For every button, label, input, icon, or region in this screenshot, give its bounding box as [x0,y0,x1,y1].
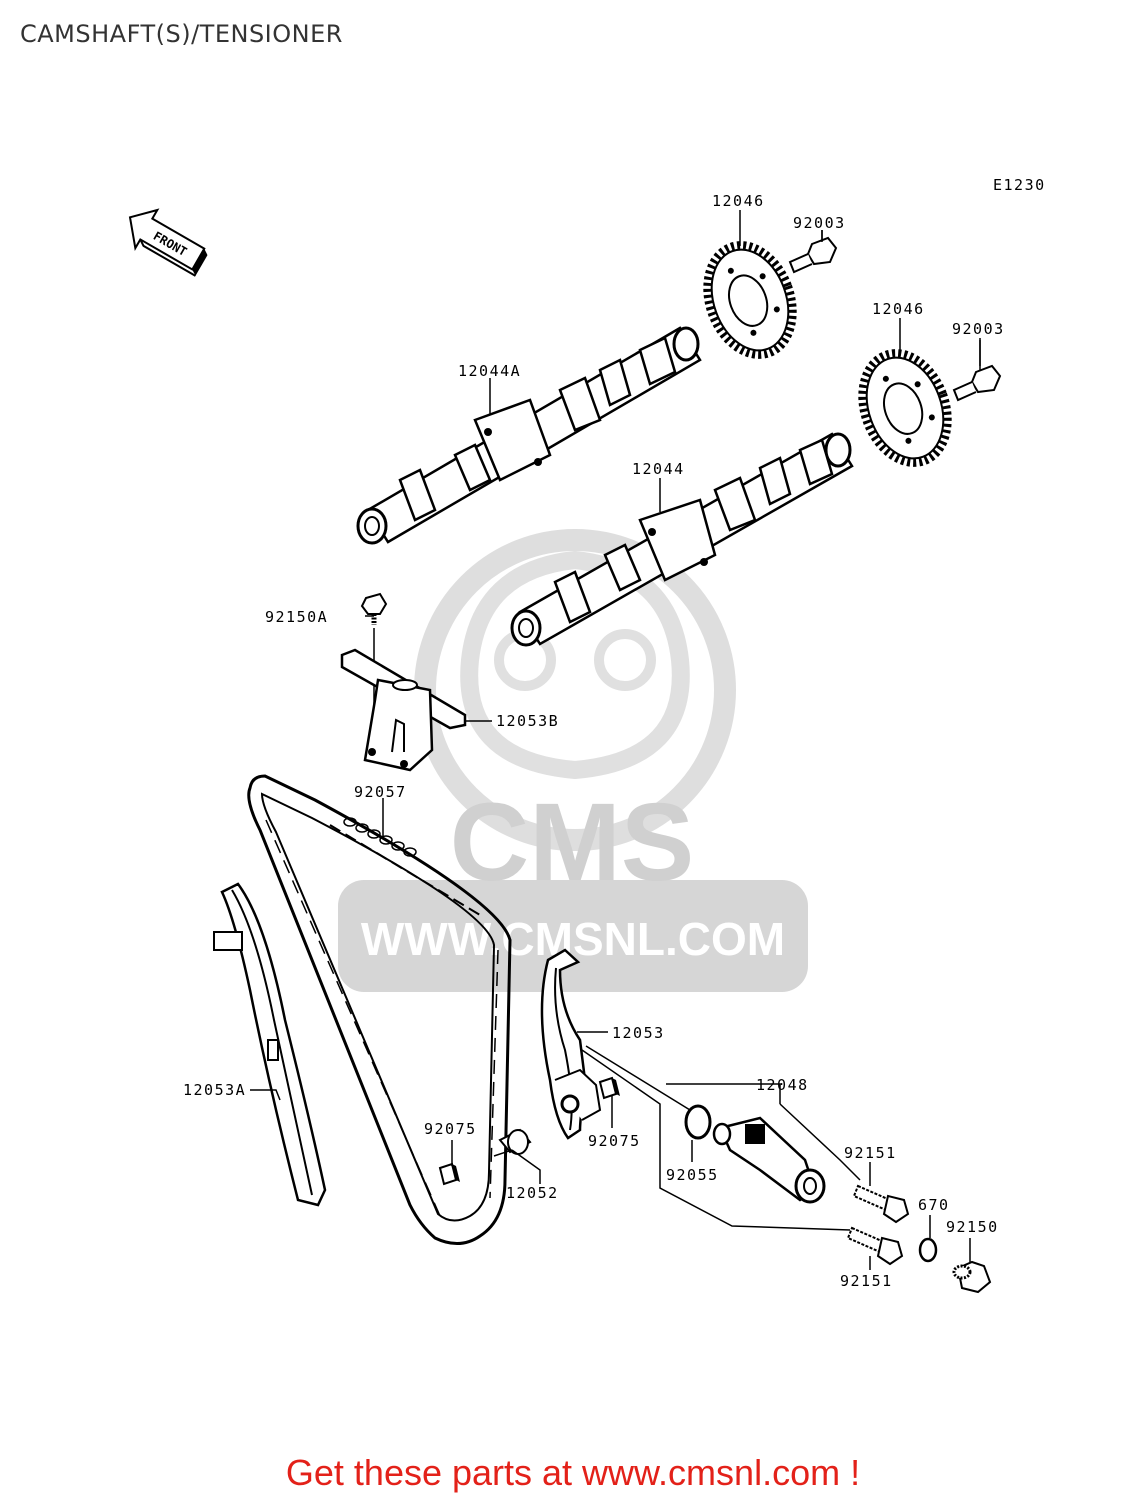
label-bolt-tensioner-upper: 92151 [844,1144,897,1162]
cam-sprocket-upper [703,241,797,359]
cam-chain-92057 [247,774,512,1245]
bolt-92151-lower [846,1226,904,1266]
footer-promo-link[interactable]: Get these parts at www.cmsnl.com ! [285,1452,861,1493]
label-damper-right: 92075 [588,1132,641,1150]
parts-diagram: CMS WWW.CMSNL.COM FRONT E1230 [128,176,1046,1294]
chain-guide-12053 [540,948,602,1140]
label-damper-left: 92075 [424,1120,477,1138]
leader-lines [250,210,981,1270]
gasket-670 [918,1237,938,1263]
pin-12052 [493,1128,532,1157]
label-oring: 92055 [666,1166,719,1184]
label-plug-bolt: 92150 [946,1218,999,1236]
label-bolt-tensioner-lower: 92151 [840,1272,893,1290]
tensioner-12048 [684,1104,826,1204]
damper-92075-left [438,1162,460,1186]
label-bolt-lower: 92003 [952,320,1005,338]
label-bolt-upper: 92003 [793,214,846,232]
label-gasket: 670 [918,1196,950,1214]
diagram-code: E1230 [993,176,1046,194]
label-chain: 92057 [354,783,407,801]
page-title: CAMSHAFT(S)/TENSIONER [20,20,343,48]
camshaft-12044a [356,326,702,545]
plug-bolt-92150 [952,1260,992,1294]
label-bolt-guide-top: 92150A [265,608,328,626]
label-guide-top: 12053B [496,712,559,730]
bolt-92003-lower [952,340,1002,402]
bolt-92003-upper [788,230,838,274]
front-arrow-icon: FRONT [128,208,208,277]
label-camshaft: 12044 [632,460,685,478]
label-guide-rear: 12053 [612,1024,665,1042]
label-sprocket-lower: 12046 [872,300,925,318]
bolt-92151-upper [852,1184,910,1224]
chain-guide-12053b [340,648,467,772]
cam-sprocket-lower [858,349,952,467]
watermark-brand: CMS [450,781,694,904]
damper-92075-right [598,1076,620,1100]
label-pin: 12052 [506,1184,559,1202]
label-guide-front: 12053A [183,1081,246,1099]
label-camshaft-a: 12044A [458,362,521,380]
label-tensioner: 12048 [756,1076,809,1094]
watermark: CMS WWW.CMSNL.COM [338,529,808,992]
label-sprocket-upper: 12046 [712,192,765,210]
chain-guide-12053a [213,882,327,1207]
camshaft-12044 [510,432,854,647]
